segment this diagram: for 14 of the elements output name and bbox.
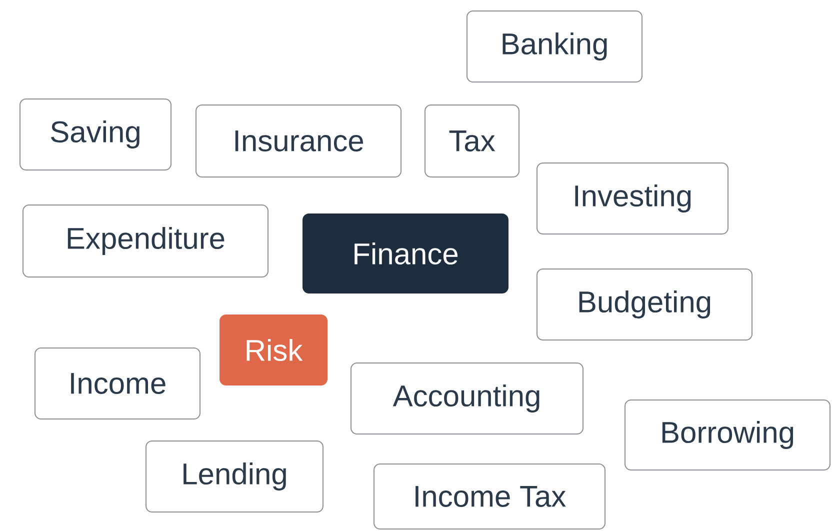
highlighted-word-box: Finance	[302, 214, 508, 294]
word-box: Budgeting	[536, 268, 752, 340]
word-box: Lending	[146, 440, 324, 512]
word-box: Income	[34, 348, 200, 420]
word-box: Banking	[466, 10, 642, 82]
word-box: Investing	[536, 162, 728, 234]
word-box: Insurance	[196, 104, 402, 178]
word-box: Expenditure	[22, 204, 268, 278]
word-box: Accounting	[350, 362, 584, 434]
word-box: Borrowing	[624, 400, 830, 470]
word-box: Income Tax	[374, 464, 606, 530]
highlighted-word-box: Risk	[220, 314, 328, 386]
word-box: Saving	[20, 98, 172, 170]
word-box: Tax	[424, 104, 520, 178]
